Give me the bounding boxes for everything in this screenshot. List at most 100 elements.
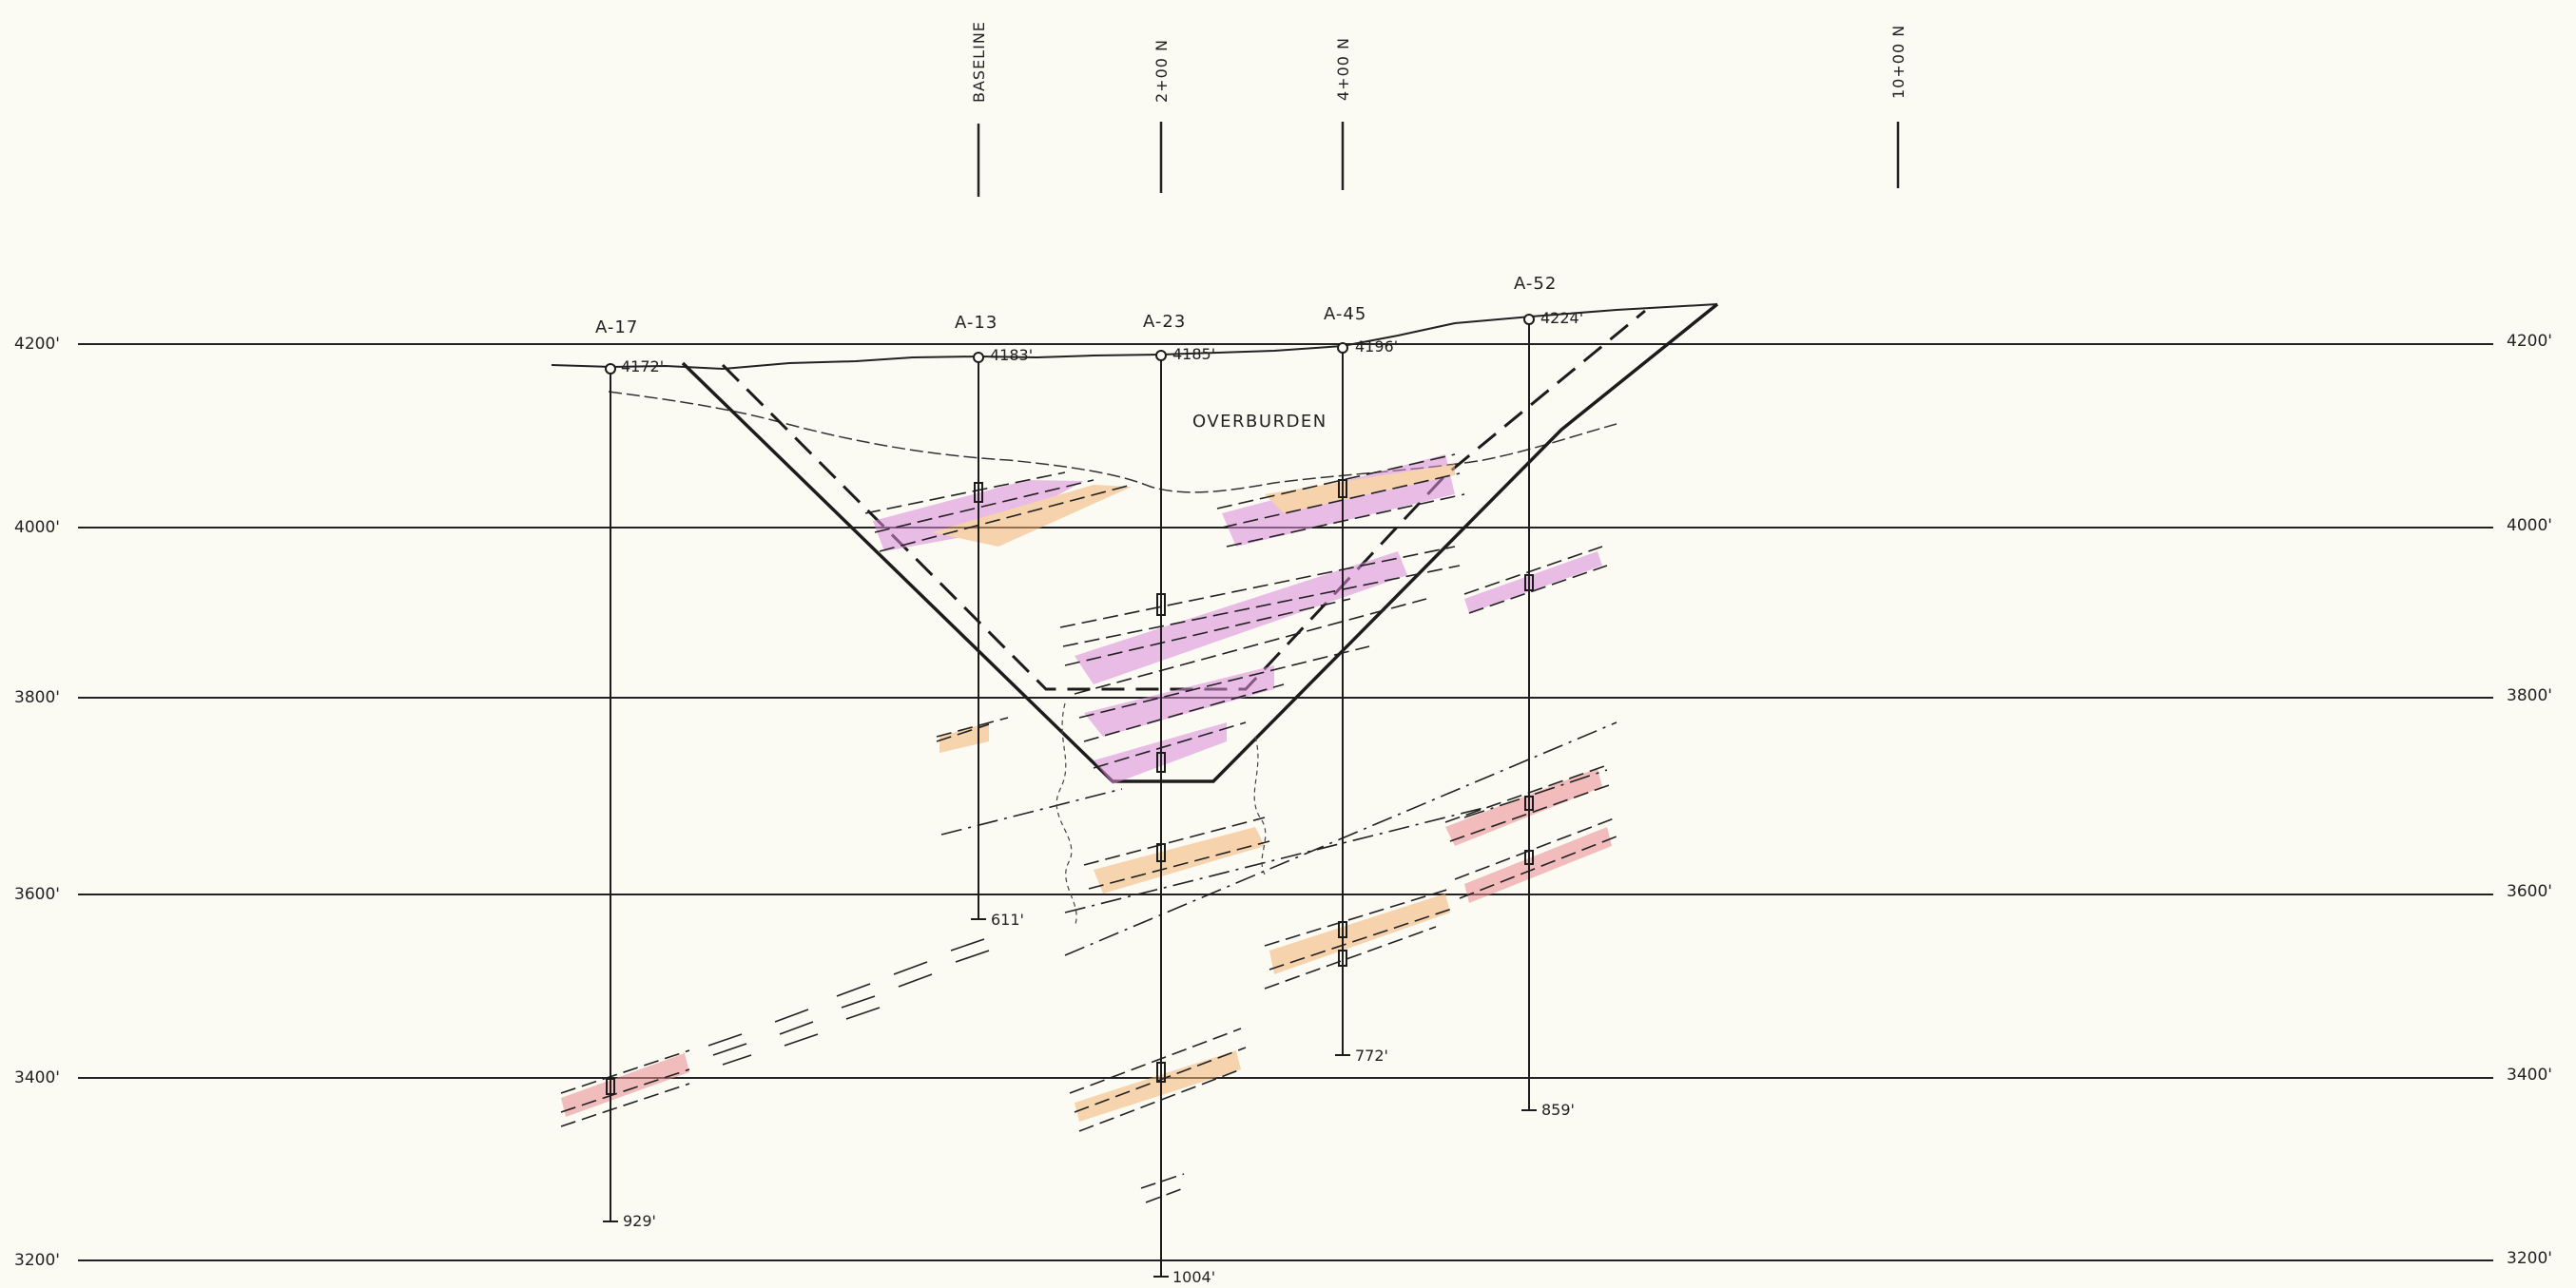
contact-line: [1140, 1173, 1185, 1189]
alteration-boundary: [1056, 702, 1077, 928]
contact-line: [936, 723, 990, 742]
collar-elevation-a52: 4224': [1540, 309, 1583, 327]
contact-line: [560, 1083, 690, 1127]
contact-line: [1264, 926, 1437, 990]
overburden-base: [608, 391, 1617, 493]
pit-outline: [681, 302, 1719, 783]
total-depth-a45: 772': [1355, 1047, 1388, 1065]
elevation-label-right: 4200': [2507, 332, 2552, 351]
elevation-label-left: 4000': [14, 518, 60, 537]
elevation-label-left: 3800': [14, 688, 60, 707]
fault-line: [1463, 769, 1608, 818]
fault-tick: [774, 1009, 809, 1023]
drill-holes: [603, 319, 1537, 1278]
fault-tick: [779, 1021, 814, 1035]
elevation-label-left: 3600': [14, 885, 60, 904]
fault-tick: [955, 950, 990, 963]
fault-tick: [893, 961, 928, 975]
elevation-label-left: 3200': [14, 1251, 60, 1270]
contact-line: [936, 717, 1009, 738]
contact-line: [1145, 1187, 1185, 1203]
hole-name-a17: A-17: [595, 317, 638, 337]
fault-tick: [950, 938, 985, 952]
contact-line: [1083, 683, 1285, 742]
fault-tick: [707, 1033, 743, 1047]
elevation-label-right: 3800': [2507, 686, 2552, 705]
fault-tick: [784, 1033, 819, 1047]
collar-marker: [973, 352, 984, 363]
total-depths: 929' 611' 1004' 772' 859': [623, 911, 1575, 1286]
elevation-grid: [78, 343, 2493, 1261]
fault-line: [1064, 721, 1617, 956]
contact-line: [1078, 1068, 1242, 1132]
hole-name-a23: A-23: [1143, 312, 1186, 332]
elevation-label-left: 4200': [14, 335, 60, 354]
overburden-label: OVERBURDEN: [1192, 412, 1327, 432]
alteration-boundary: [1253, 736, 1267, 875]
contact-line: [1444, 764, 1608, 823]
collar-elevation-a17: 4172': [621, 357, 664, 375]
grid-label-1000n: 10+00 N: [1889, 25, 1908, 99]
contact-line: [1074, 598, 1427, 695]
contact-line: [1062, 565, 1461, 647]
geologic-contacts: [560, 453, 1617, 1203]
sample-interval: [1524, 796, 1534, 811]
elevation-labels: 4200' 4200' 4000' 4000' 3800' 3800' 3600…: [14, 332, 2552, 1270]
drill-hole-names: A-17 A-13 A-23 A-45 A-52: [595, 274, 1557, 337]
contact-line: [1459, 836, 1617, 899]
survey-grid-labels: BASELINE 2+00 N 4+00 N 10+00 N: [970, 21, 1908, 103]
ore-zone-red: [1464, 827, 1612, 903]
sample-interval: [1156, 752, 1166, 773]
hole-name-a45: A-45: [1324, 304, 1366, 324]
contact-line: [1449, 783, 1613, 842]
collars: [605, 314, 1535, 375]
ore-zone-orange: [1075, 1050, 1241, 1122]
contact-line: [1216, 453, 1456, 509]
ore-zone-red: [1445, 768, 1602, 846]
sample-interval: [1524, 850, 1534, 865]
sample-interval: [1156, 843, 1166, 862]
contact-line: [1064, 598, 1351, 666]
fault-tick: [898, 973, 933, 988]
contact-line: [1059, 546, 1456, 628]
hole-name-a13: A-13: [955, 313, 997, 333]
fault-tick: [841, 995, 876, 1009]
grid-label-200n: 2+00 N: [1152, 39, 1171, 103]
collar-marker: [1523, 314, 1535, 325]
fault-line: [1064, 807, 1484, 913]
contact-line: [1078, 645, 1370, 719]
grid-label-baseline: BASELINE: [970, 21, 988, 103]
collar-marker: [1337, 342, 1348, 354]
contact-line: [1221, 472, 1461, 529]
ore-zone-orange: [939, 722, 989, 753]
sample-interval: [974, 482, 983, 503]
total-depth-a13: 611': [991, 911, 1024, 929]
contact-line: [1264, 888, 1451, 947]
fault-tick: [712, 1043, 747, 1056]
contact-line: [1093, 721, 1247, 769]
collar-elevations: 4172' 4183' 4185' 4196' 4224': [621, 309, 1583, 375]
sample-interval: [1524, 574, 1534, 591]
ground-surface: [551, 303, 1718, 371]
fault-tick: [722, 1054, 752, 1066]
contact-line: [1083, 817, 1266, 866]
sample-interval: [1338, 921, 1347, 938]
fault-traces: [940, 721, 1617, 956]
fault-line: [940, 788, 1123, 836]
sample-interval: [1156, 593, 1166, 616]
contact-line: [864, 471, 1066, 514]
ore-zone-orange: [932, 485, 1132, 547]
ore-zone-red: [561, 1053, 689, 1117]
total-depth-a23: 1004': [1172, 1268, 1215, 1286]
elevation-label-right: 3600': [2507, 882, 2552, 901]
total-depth-a17: 929': [623, 1212, 656, 1230]
sample-interval: [1338, 950, 1347, 967]
ore-zone-orange: [1269, 894, 1450, 974]
contact-line: [560, 1068, 690, 1113]
ore-zone-pink: [1084, 665, 1274, 737]
hole-name-a52: A-52: [1514, 274, 1557, 294]
total-depth-a52: 859': [1541, 1101, 1575, 1119]
grid-label-400n: 4+00 N: [1334, 37, 1352, 101]
mineralized-zones: [561, 454, 1612, 1122]
